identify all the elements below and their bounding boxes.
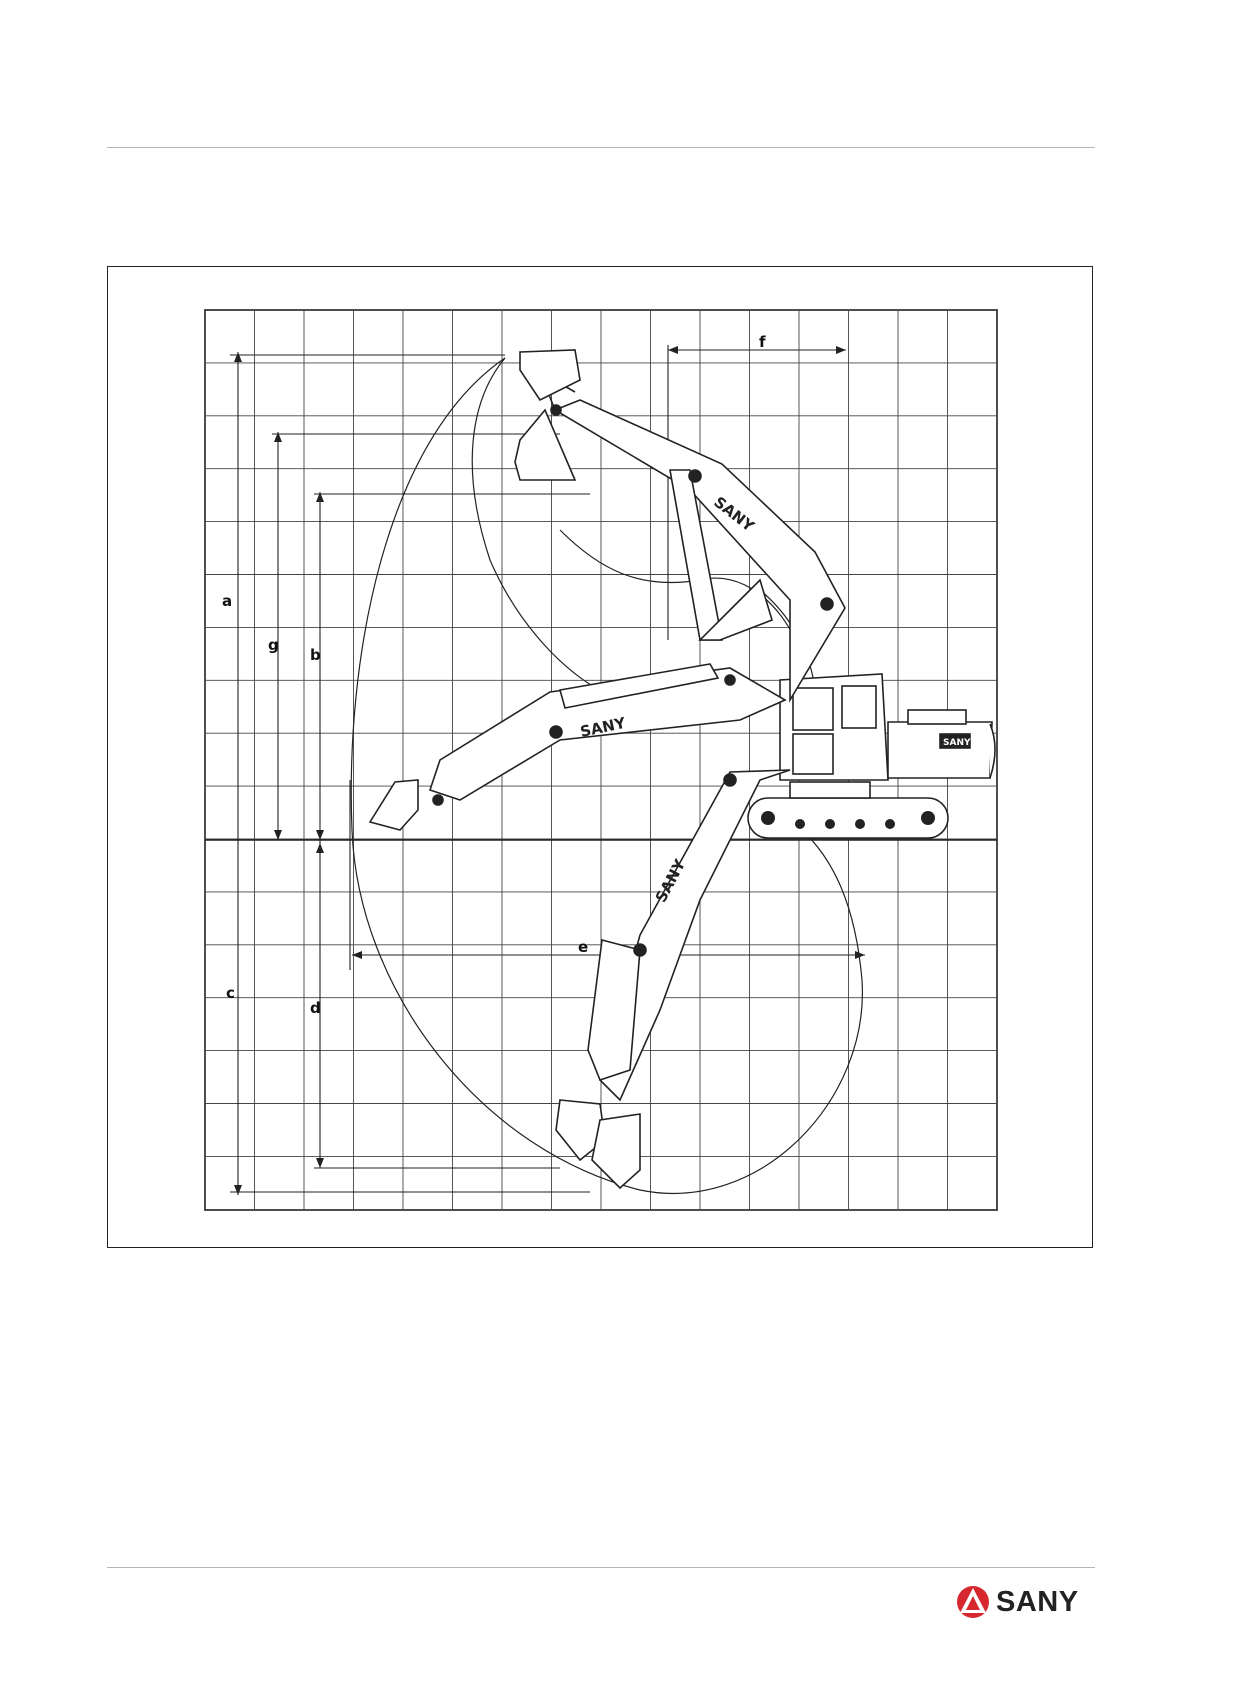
- sany-logo: SANY: [955, 1585, 1079, 1619]
- counterweight-text: SANY: [943, 738, 971, 748]
- boom-lowered: SANY: [555, 769, 791, 1190]
- crawler-track: [747, 797, 949, 839]
- dimension-arrows: [234, 346, 865, 1195]
- label-e: e: [578, 938, 588, 956]
- label-a: a: [222, 592, 232, 610]
- label-d: d: [310, 999, 321, 1017]
- header-rule: [107, 147, 1095, 148]
- cab: [779, 673, 889, 781]
- brand-name: SANY: [996, 1585, 1079, 1618]
- counterweight-logo: [939, 733, 971, 749]
- footer-rule: [107, 1567, 1095, 1568]
- excavator-machine: [747, 673, 996, 839]
- boom-raised: SANY: [514, 349, 846, 703]
- label-c: c: [226, 984, 235, 1002]
- sany-emblem-icon: [957, 1586, 989, 1618]
- engine-housing: [887, 721, 993, 779]
- diagram-frame: [107, 266, 1093, 1248]
- label-f: f: [759, 333, 766, 351]
- boom-extended: SANY: [368, 663, 787, 831]
- dimension-labels: a g b c d e f: [222, 333, 766, 1017]
- label-g: g: [268, 636, 279, 654]
- label-b: b: [310, 646, 321, 664]
